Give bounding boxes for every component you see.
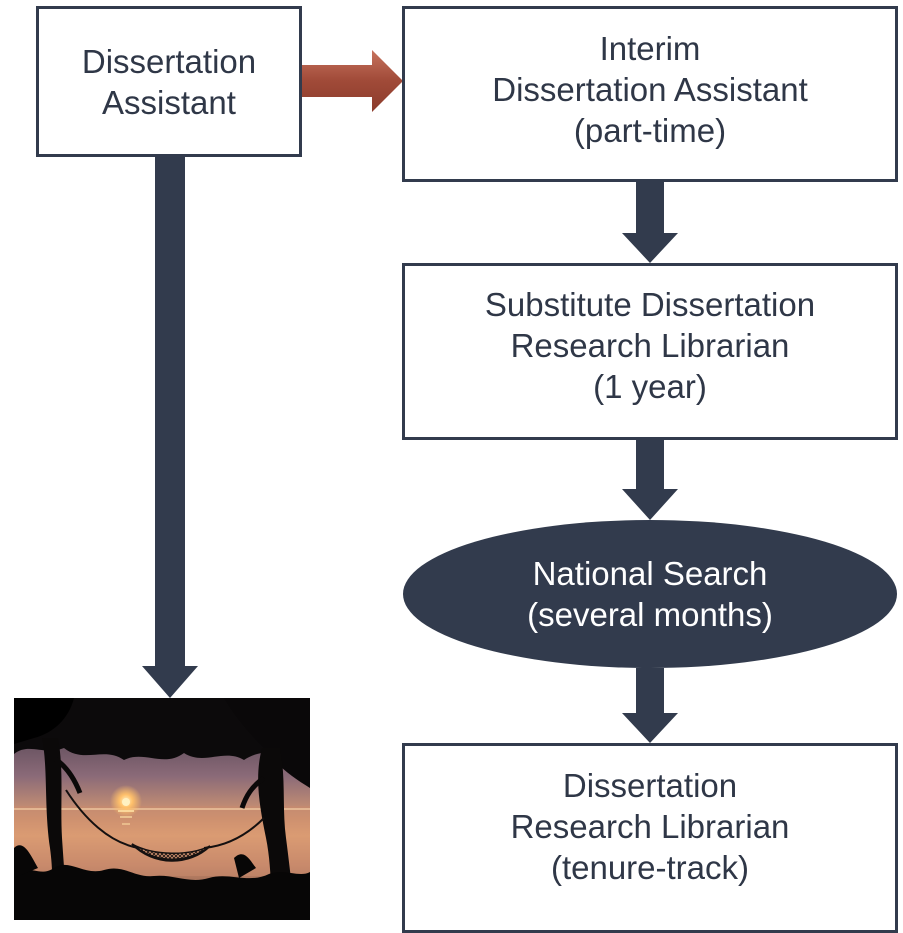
- node-research-librarian: Dissertation Research Librarian (tenure-…: [402, 743, 898, 933]
- node-label-line: Dissertation: [81, 42, 257, 80]
- node-label-line: (1 year): [593, 368, 707, 405]
- arrow-assistant-to-interim: [302, 50, 403, 112]
- node-label-line: Interim: [599, 29, 701, 67]
- node-label-line: National Search: [532, 555, 768, 592]
- node-dissertation-assistant: Dissertation Assistant: [36, 6, 302, 157]
- arrow-search-to-final: [622, 668, 678, 743]
- node-label-line: Research Librarian: [510, 327, 790, 364]
- node-national-search: National Search (several months): [403, 520, 897, 668]
- node-label-line: Assistant: [102, 83, 236, 121]
- node-substitute-librarian: Substitute Dissertation Research Librari…: [402, 263, 898, 440]
- node-label-line: (part-time): [573, 111, 727, 149]
- node-interim-assistant: Interim Dissertation Assistant (part-tim…: [402, 6, 898, 182]
- hammock-sunset-photo: [14, 698, 310, 920]
- node-label-line: Dissertation Assistant: [492, 70, 808, 108]
- node-label-line: Substitute Dissertation: [484, 286, 816, 323]
- node-label-line: (several months): [527, 596, 773, 633]
- arrow-assistant-to-photo: [142, 157, 198, 698]
- node-label-line: Research Librarian: [510, 807, 790, 845]
- node-label-line: (tenure-track): [550, 848, 750, 886]
- node-label-line: Dissertation: [562, 766, 738, 804]
- arrow-substitute-to-search: [622, 440, 678, 520]
- arrow-interim-to-substitute: [622, 182, 678, 263]
